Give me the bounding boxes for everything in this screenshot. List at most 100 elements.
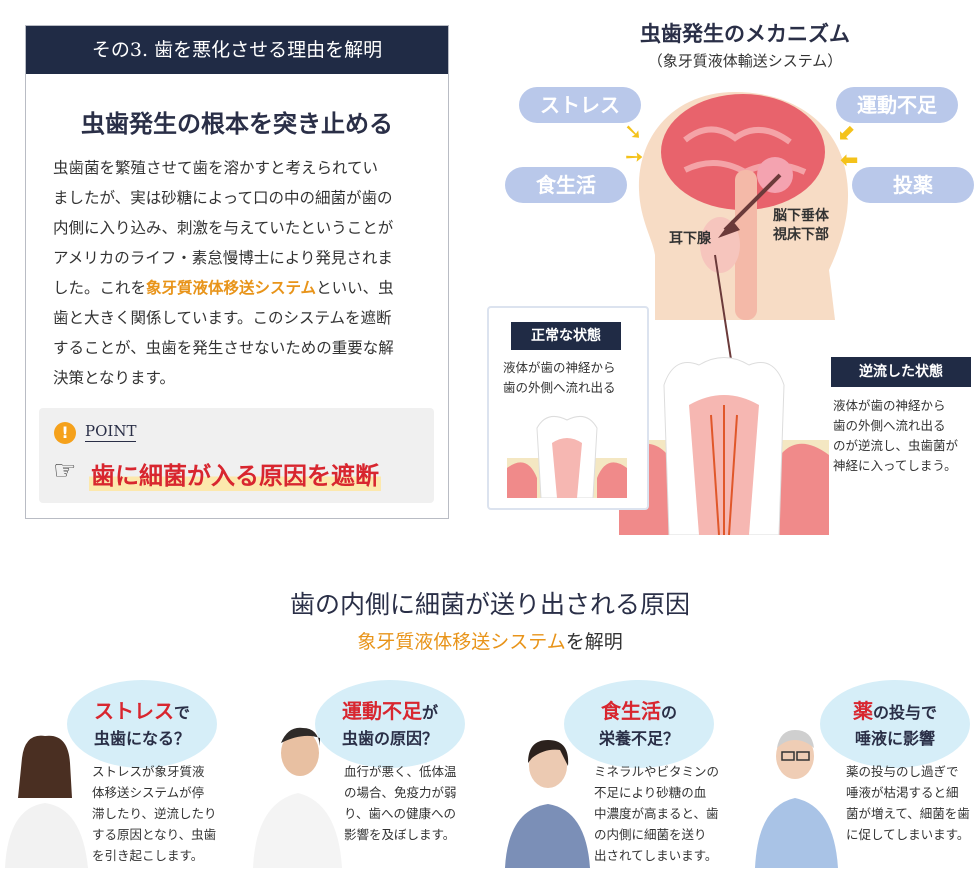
- arrow-left-icon: ⬅: [840, 148, 859, 173]
- cause-tail: で: [173, 703, 190, 722]
- desc-line: の場合、免疫力が弱: [344, 785, 457, 800]
- label-hypothalamus: 視床下部: [773, 227, 829, 243]
- body-line: アメリカのライフ・素怠慢博士により発見されま: [53, 249, 393, 267]
- cause-tail: が: [421, 703, 438, 722]
- pituitary: [757, 157, 793, 193]
- point-label: POINT: [85, 422, 137, 442]
- desc-line: 滞したり、逆流したり: [92, 806, 217, 821]
- cause-heading: ストレスで虫歯になる？: [67, 698, 217, 752]
- desc-line: り、歯への健康への: [344, 806, 457, 821]
- subtitle-rest: を解明: [565, 631, 623, 653]
- desc-line: 唾液が枯渇すると細: [846, 785, 959, 800]
- body-line: ましたが、実は砂糖によって口の中の細菌が歯の: [53, 189, 393, 207]
- pointing-hand-icon: ☞: [53, 456, 77, 486]
- label-parotid: 耳下腺: [669, 231, 711, 247]
- body-line: 歯と大きく関係しています。このシステムを遮断: [53, 309, 392, 327]
- desc-line: 出されてしまいます。: [594, 848, 718, 863]
- reverse-text-line: 液体が歯の神経から: [833, 398, 946, 413]
- speech-bubble: [315, 680, 465, 768]
- desc-line: の内側に細菌を送り: [594, 827, 707, 842]
- body-text: した。これを: [53, 279, 147, 297]
- body-line: 決策となります。: [53, 369, 175, 387]
- cause-heading: 運動不足が虫歯の原因？: [315, 698, 465, 752]
- point-box: ! POINT ☞ 歯に細菌が入る原因を遮断: [39, 408, 434, 503]
- reverse-text-line: 神経に入ってしまう。: [833, 458, 957, 473]
- desc-line: 体移送システムが停: [92, 785, 205, 800]
- cause-heading: 食生活の栄養不足？: [564, 698, 714, 752]
- body-line: することが、虫歯を発生させないための重要な解: [53, 339, 394, 357]
- card-body: 虫歯菌を繁殖させて歯を溶かすと考えられてい ましたが、実は砂糖によって口の中の細…: [53, 153, 425, 393]
- cause-description: 薬の投与のし過ぎで 唾液が枯渇すると細 菌が増えて、細菌を歯 に促してしまいます…: [846, 761, 970, 845]
- tooth-reverse-illustration: [619, 357, 829, 535]
- body-text: といい、虫: [316, 279, 394, 297]
- body-line: した。これを象牙質液体移送システムといい、虫: [53, 273, 425, 303]
- factor-pill-exercise: 運動不足: [836, 87, 958, 123]
- highlight-term: 象牙質液体移送システム: [146, 279, 317, 297]
- cause-keyword: 食生活: [600, 699, 661, 723]
- factor-pill-stress: ストレス: [519, 87, 641, 123]
- person-illustration: [505, 740, 590, 868]
- desc-line: に促してしまいます。: [846, 827, 970, 842]
- arrow-right-icon: ➙: [625, 145, 644, 170]
- cause-heading: 薬の投与で唾液に影響: [820, 698, 970, 752]
- desc-line: 血行が悪く、低体温: [344, 764, 457, 779]
- tooth-normal-illustration: [507, 415, 627, 498]
- desc-line: ストレスが象牙質液: [92, 764, 205, 779]
- cause-line2: 虫歯の原因？: [341, 729, 438, 748]
- mechanism-title: 虫歯発生のメカニズム: [640, 22, 850, 46]
- cause-keyword: ストレス: [93, 699, 174, 723]
- normal-text: 液体が歯の神経から 歯の外側へ流れ出る: [503, 358, 616, 398]
- person-illustration: [253, 727, 342, 868]
- cause-line2: 栄養不足？: [598, 729, 679, 748]
- normal-state-box: 正常な状態 液体が歯の神経から 歯の外側へ流れ出る: [487, 306, 649, 510]
- desc-line: 薬の投与のし過ぎで: [846, 764, 959, 779]
- desc-line: する原因となり、虫歯: [92, 827, 217, 842]
- nerves: [710, 405, 738, 535]
- exclamation-icon: !: [54, 422, 76, 444]
- cause-line2: 唾液に影響: [854, 729, 935, 748]
- section-subtitle: 象牙質液体移送システムを解明: [0, 627, 980, 654]
- reverse-text-line: のが逆流し、虫歯菌が: [833, 438, 959, 453]
- speech-bubble: [564, 680, 714, 768]
- desc-line: 不足により砂糖の血: [594, 785, 707, 800]
- cause-description: 血行が悪く、低体温 の場合、免疫力が弱 り、歯への健康への 影響を及ぼします。: [344, 761, 457, 845]
- cause-tail: の投与で: [872, 703, 937, 722]
- point-text: 歯に細菌が入る原因を遮断: [89, 456, 381, 491]
- person-illustration: [5, 735, 88, 868]
- normal-tag: 正常な状態: [511, 322, 621, 350]
- cause-keyword: 薬: [852, 699, 873, 723]
- explanation-card: その3. 歯を悪化させる理由を解明 虫歯発生の根本を突き止める 虫歯菌を繁殖させ…: [25, 25, 449, 519]
- desc-line: 中濃度が高まると、歯: [594, 806, 719, 821]
- speech-bubble: [820, 680, 970, 768]
- cause-description: ストレスが象牙質液 体移送システムが停 滞したり、逆流したり する原因となり、虫…: [92, 761, 217, 866]
- speech-bubble: [67, 680, 217, 768]
- mechanism-subtitle: （象牙質液体輸送システム）: [647, 52, 843, 70]
- body-line: 内側に入り込み、刺激を与えていたということが: [53, 219, 394, 237]
- arrow-right-icon: ➘: [624, 120, 643, 145]
- card-header: その3. 歯を悪化させる理由を解明: [26, 26, 448, 74]
- label-pituitary: 脳下垂体: [773, 208, 829, 224]
- reverse-text: 液体が歯の神経から 歯の外側へ流れ出る のが逆流し、虫歯菌が 神経に入ってしまう…: [833, 396, 958, 476]
- reverse-tag: 逆流した状態: [831, 357, 971, 387]
- reverse-text-line: 歯の外側へ流れ出る: [833, 418, 946, 433]
- desc-line: ミネラルやビタミンの: [594, 764, 720, 779]
- normal-text-line: 歯の外側へ流れ出る: [503, 380, 616, 395]
- desc-line: 菌が増えて、細菌を歯: [846, 806, 970, 821]
- cause-line2: 虫歯になる？: [93, 729, 190, 748]
- factor-pill-diet: 食生活: [505, 167, 627, 203]
- subtitle-highlight: 象牙質液体移送システム: [357, 631, 566, 653]
- card-heading: 虫歯発生の根本を突き止める: [81, 110, 393, 138]
- brain-stem: [735, 170, 757, 320]
- desc-line: 影響を及ぼします。: [344, 827, 456, 842]
- cause-description: ミネラルやビタミンの 不足により砂糖の血 中濃度が高まると、歯 の内側に細菌を送…: [594, 761, 719, 866]
- cause-keyword: 運動不足: [341, 699, 422, 723]
- person-illustration: [755, 730, 838, 868]
- arrow-left-icon: ⬋: [838, 120, 857, 145]
- desc-line: を引き起こします。: [92, 848, 204, 863]
- cause-tail: の: [660, 703, 677, 722]
- head-illustration: [638, 92, 849, 320]
- factor-pill-medication: 投薬: [852, 167, 974, 203]
- section-title: 歯の内側に細菌が送り出される原因: [289, 590, 690, 619]
- body-line: 虫歯菌を繁殖させて歯を溶かすと考えられてい: [53, 159, 379, 177]
- normal-text-line: 液体が歯の神経から: [503, 360, 616, 375]
